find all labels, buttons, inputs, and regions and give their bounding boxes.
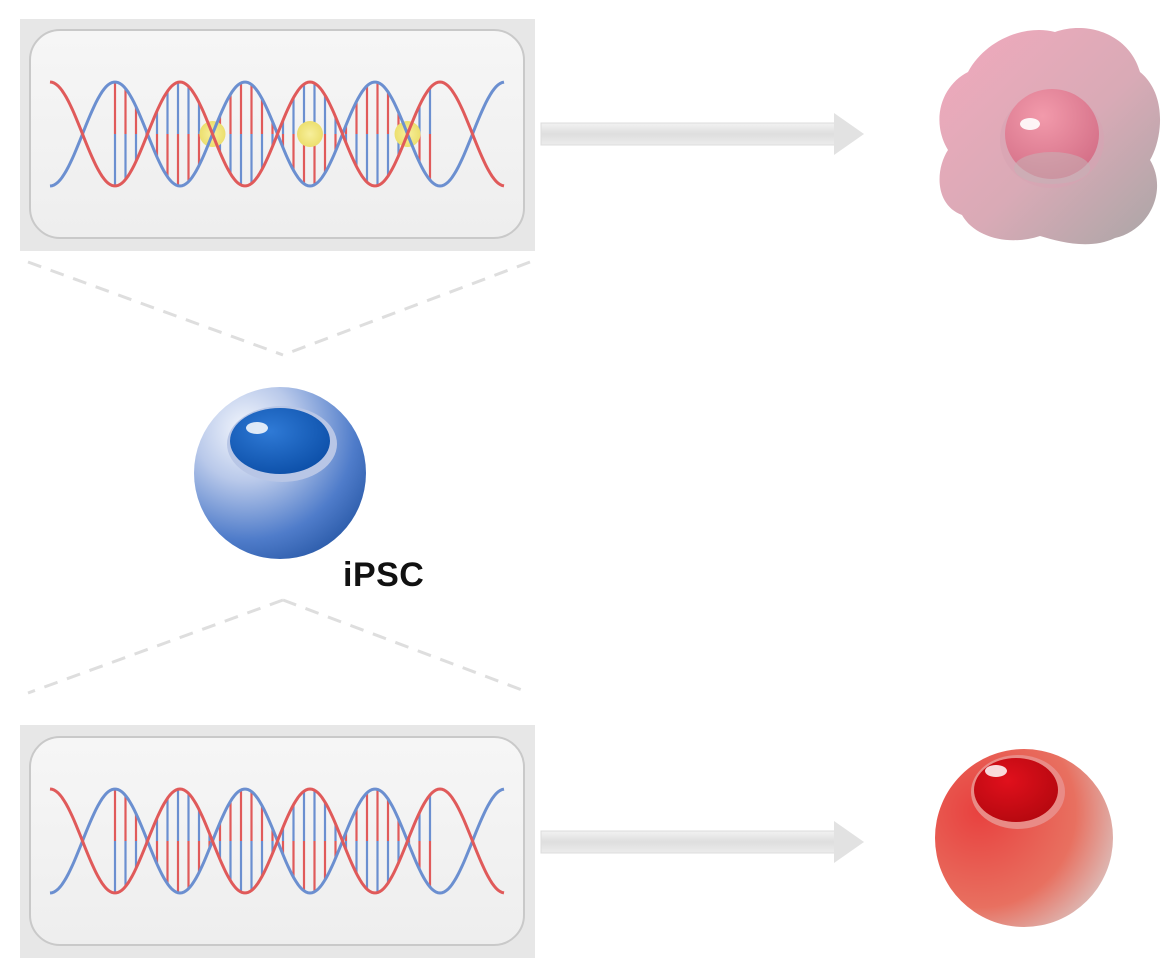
ipsc-cell: [194, 387, 366, 559]
dna-marker: [297, 121, 323, 147]
bottom-arrow: [540, 821, 864, 863]
round-cell: [935, 749, 1113, 927]
top-dna-panel: [20, 19, 535, 251]
dna-strand-b: [49, 787, 505, 895]
ipsc-label: iPSC: [343, 556, 425, 594]
dna-helix: [49, 787, 505, 895]
bottom-dna-panel: [20, 725, 535, 958]
dna-strand-b: [49, 80, 505, 188]
irregular-cell: [939, 28, 1161, 245]
top-arrow: [540, 113, 864, 155]
dashed-connectors: [27, 260, 531, 695]
dna-helix-with-markers: [49, 80, 505, 188]
